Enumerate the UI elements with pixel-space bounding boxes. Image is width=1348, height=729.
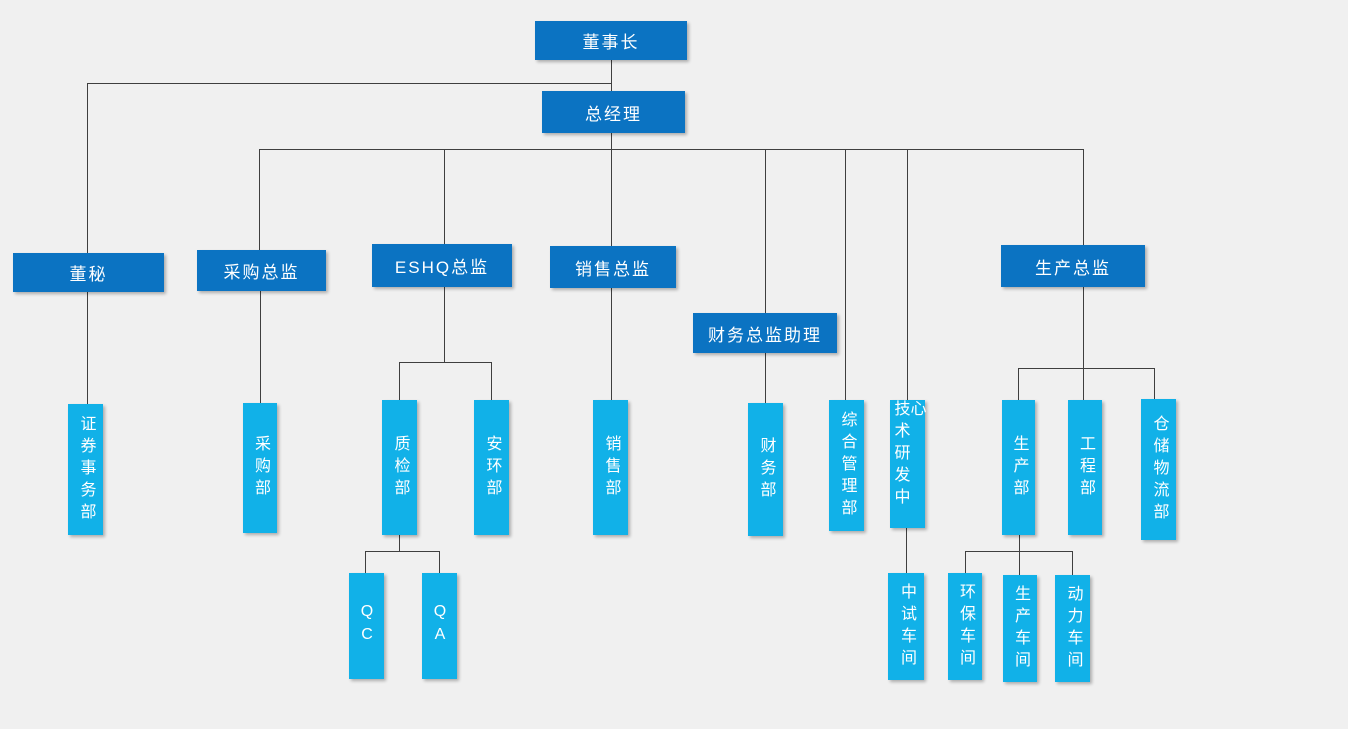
org-node-tech-rd-center: 技术研发中心 xyxy=(890,400,925,528)
connector-line xyxy=(259,149,1083,150)
connector-line xyxy=(907,149,908,400)
connector-line xyxy=(365,551,366,573)
org-node-power-workshop: 动力车间 xyxy=(1055,575,1090,682)
org-node-label: 财务总监助理 xyxy=(708,325,822,345)
org-node-production-dept: 生产部 xyxy=(1002,400,1035,535)
org-node-board-secretary: 董秘 xyxy=(13,253,164,292)
org-node-securities-affairs-dept: 证券事务部 xyxy=(68,404,103,535)
org-node-label: 财务部 xyxy=(757,436,775,503)
org-node-label: 中试车间 xyxy=(898,582,915,671)
org-node-label: 董事长 xyxy=(582,33,640,52)
org-node-label: 证券事务部 xyxy=(77,414,95,525)
org-node-eshq-director: ESHQ总监 xyxy=(372,244,512,287)
connector-line xyxy=(399,362,491,363)
connector-line xyxy=(444,287,445,362)
org-node-engineering-dept: 工程部 xyxy=(1068,400,1102,535)
org-node-sales-dept: 销售部 xyxy=(593,400,628,535)
org-node-label: 安环部 xyxy=(483,434,501,501)
org-node-qc: QC xyxy=(349,573,384,679)
org-node-label: 仓储物流部 xyxy=(1150,414,1168,525)
connector-line xyxy=(965,551,1072,552)
connector-line xyxy=(1019,551,1020,575)
connector-line xyxy=(1018,368,1154,369)
connector-line xyxy=(87,292,88,404)
org-node-label: 采购部 xyxy=(252,435,269,501)
connector-line xyxy=(845,149,846,400)
org-node-label: 总经理 xyxy=(585,104,642,124)
connector-line xyxy=(260,291,261,403)
connector-line xyxy=(611,149,612,246)
org-node-label: QC xyxy=(358,603,376,649)
connector-line xyxy=(491,362,492,400)
connector-line xyxy=(1018,368,1019,400)
org-node-label: 质检部 xyxy=(391,434,409,501)
connector-line xyxy=(611,131,612,149)
org-node-label: 动力车间 xyxy=(1064,584,1082,673)
org-node-label: ESHQ总监 xyxy=(394,258,490,277)
org-node-procurement-dept: 采购部 xyxy=(243,403,277,533)
connector-line xyxy=(1154,368,1155,399)
org-node-label: 生产车间 xyxy=(1012,584,1029,673)
org-node-procurement-director: 采购总监 xyxy=(197,250,326,291)
connector-line xyxy=(611,288,612,400)
connector-line xyxy=(259,149,260,250)
org-node-chairman: 董事长 xyxy=(535,21,687,60)
connector-line xyxy=(965,551,966,573)
connector-line xyxy=(1083,149,1084,245)
org-node-quality-inspection-dept: 质检部 xyxy=(382,400,417,535)
connector-line xyxy=(365,551,439,552)
org-node-pilot-workshop: 中试车间 xyxy=(888,573,924,680)
org-node-finance-director-assistant: 财务总监助理 xyxy=(693,313,837,353)
org-node-label: 技术研发中心 xyxy=(891,400,925,510)
connector-line xyxy=(439,551,440,573)
org-node-label: 董秘 xyxy=(69,265,108,284)
org-node-general-admin-dept: 综合管理部 xyxy=(829,400,864,531)
org-node-env-protection-workshop: 环保车间 xyxy=(948,573,982,680)
connector-line xyxy=(765,353,766,403)
org-node-production-workshop: 生产车间 xyxy=(1003,575,1037,682)
connector-line xyxy=(1083,287,1084,368)
org-node-label: 工程部 xyxy=(1077,434,1094,501)
connector-line xyxy=(87,83,611,84)
org-node-label: 销售部 xyxy=(602,434,620,501)
connector-line xyxy=(765,149,766,313)
org-node-sales-director: 销售总监 xyxy=(550,246,676,288)
org-node-label: 环保车间 xyxy=(957,582,974,671)
connector-line xyxy=(1083,368,1084,400)
connector-line xyxy=(1019,535,1020,551)
org-node-safety-environment-dept: 安环部 xyxy=(474,400,509,535)
org-node-label: 销售总监 xyxy=(575,259,651,279)
org-node-warehouse-logistics-dept: 仓储物流部 xyxy=(1141,399,1176,540)
connector-line xyxy=(444,149,445,244)
org-node-label: 生产部 xyxy=(1010,434,1028,501)
connector-line xyxy=(611,60,612,92)
connector-line xyxy=(906,528,907,573)
org-node-qa: QA xyxy=(422,573,457,679)
connector-line xyxy=(399,535,400,551)
connector-line xyxy=(1072,551,1073,575)
org-node-label: 生产总监 xyxy=(1035,258,1111,278)
connector-line xyxy=(87,83,88,253)
org-node-general-manager: 总经理 xyxy=(542,91,685,133)
org-node-label: 采购总监 xyxy=(223,263,300,282)
connector-line xyxy=(399,362,400,400)
org-node-finance-dept: 财务部 xyxy=(748,403,783,536)
org-node-label: 综合管理部 xyxy=(838,410,856,521)
org-node-production-director: 生产总监 xyxy=(1001,245,1145,287)
org-node-label: QA xyxy=(431,603,449,649)
